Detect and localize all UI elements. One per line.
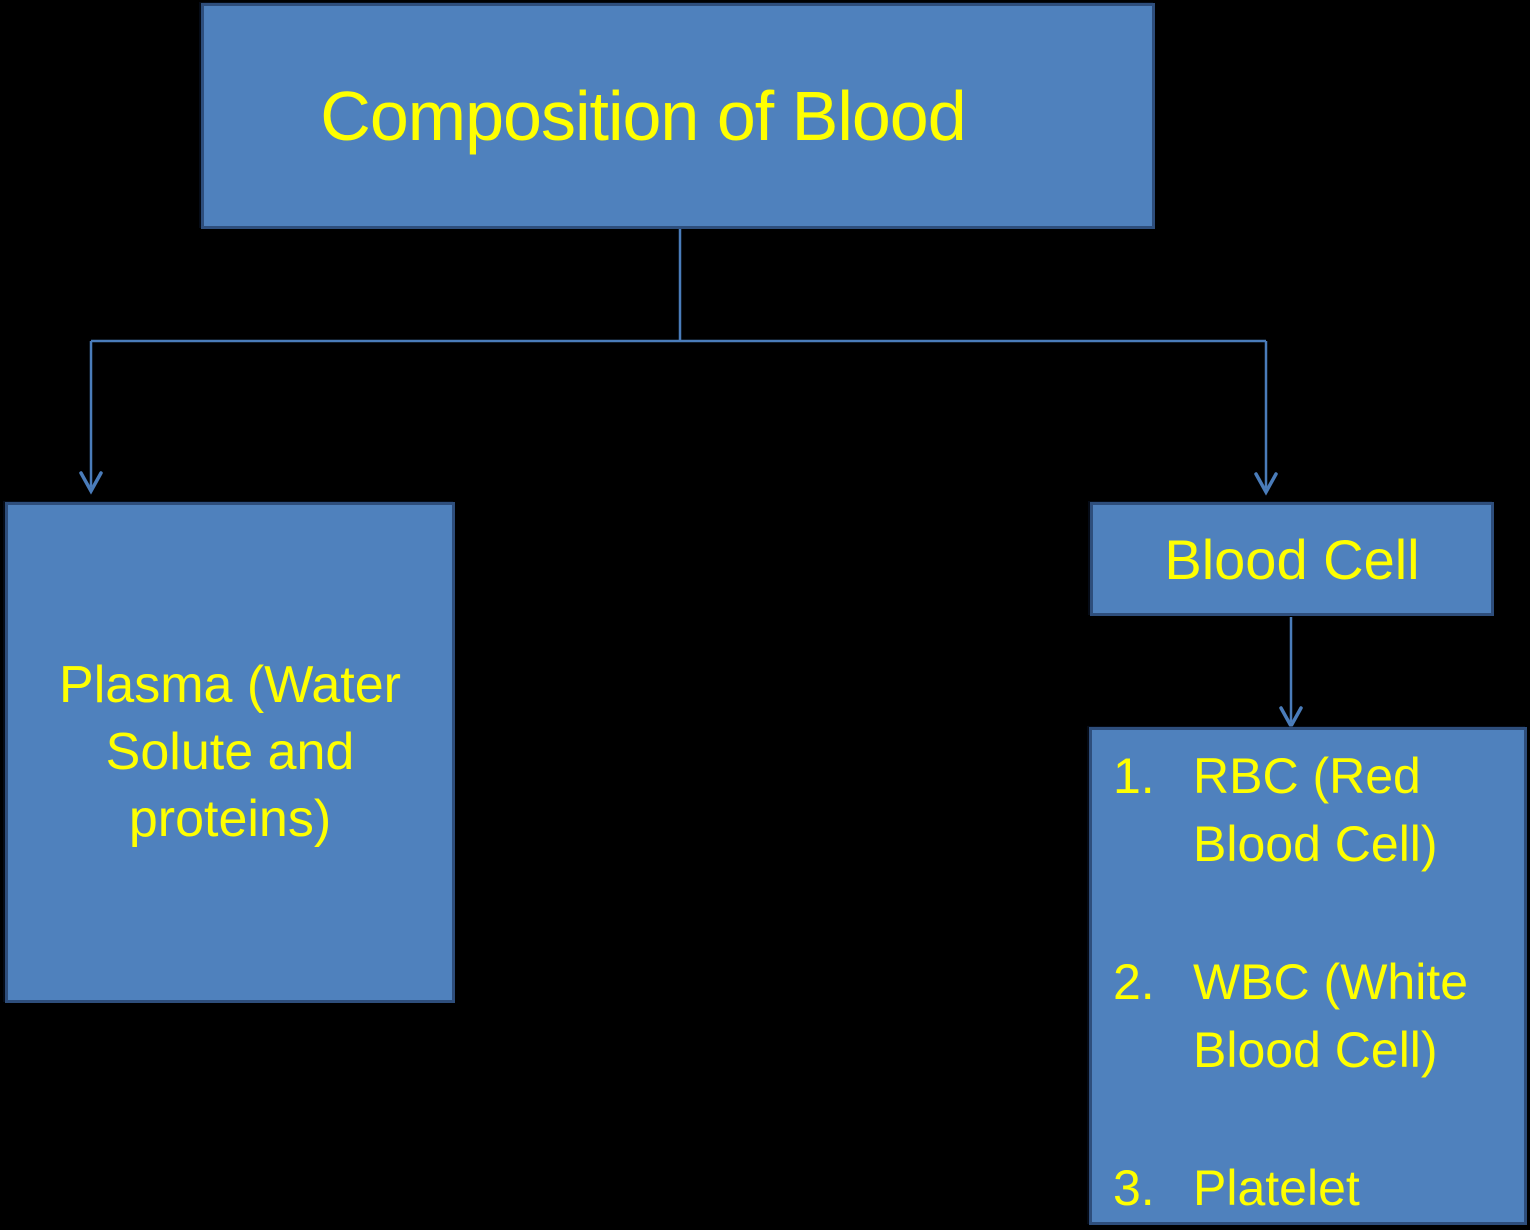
node-blood-cell-label: Blood Cell <box>1164 527 1420 591</box>
list-item-number: 1. <box>1113 748 1155 804</box>
node-plasma: Plasma (Water Solute and proteins) <box>5 502 455 1003</box>
list-item-number: 2. <box>1113 954 1155 1010</box>
node-plasma-label: Plasma (Water Solute and proteins) <box>59 656 401 848</box>
arrowhead-cell-types-icon <box>1279 706 1303 730</box>
node-blood-cell: Blood Cell <box>1090 502 1494 616</box>
node-composition-of-blood-label: Composition of Blood <box>320 77 966 155</box>
list-item-number: 3. <box>1113 1160 1155 1216</box>
list-item: 2. WBC (White Blood Cell) <box>1113 948 1516 1084</box>
list-item-label: WBC (White Blood Cell) <box>1193 954 1468 1078</box>
arrowhead-blood-cell-icon <box>1254 472 1278 496</box>
arrowhead-plasma-icon <box>79 471 103 495</box>
list-item-label: RBC (Red Blood Cell) <box>1193 748 1438 872</box>
node-blood-cell-types-list: 1. RBC (Red Blood Cell) 2. WBC (White Bl… <box>1089 727 1527 1225</box>
list-item-label: Platelet <box>1193 1160 1360 1216</box>
node-composition-of-blood: Composition of Blood <box>201 3 1155 229</box>
list-item: 3. Platelet <box>1113 1154 1516 1222</box>
list-item: 1. RBC (Red Blood Cell) <box>1113 742 1516 878</box>
